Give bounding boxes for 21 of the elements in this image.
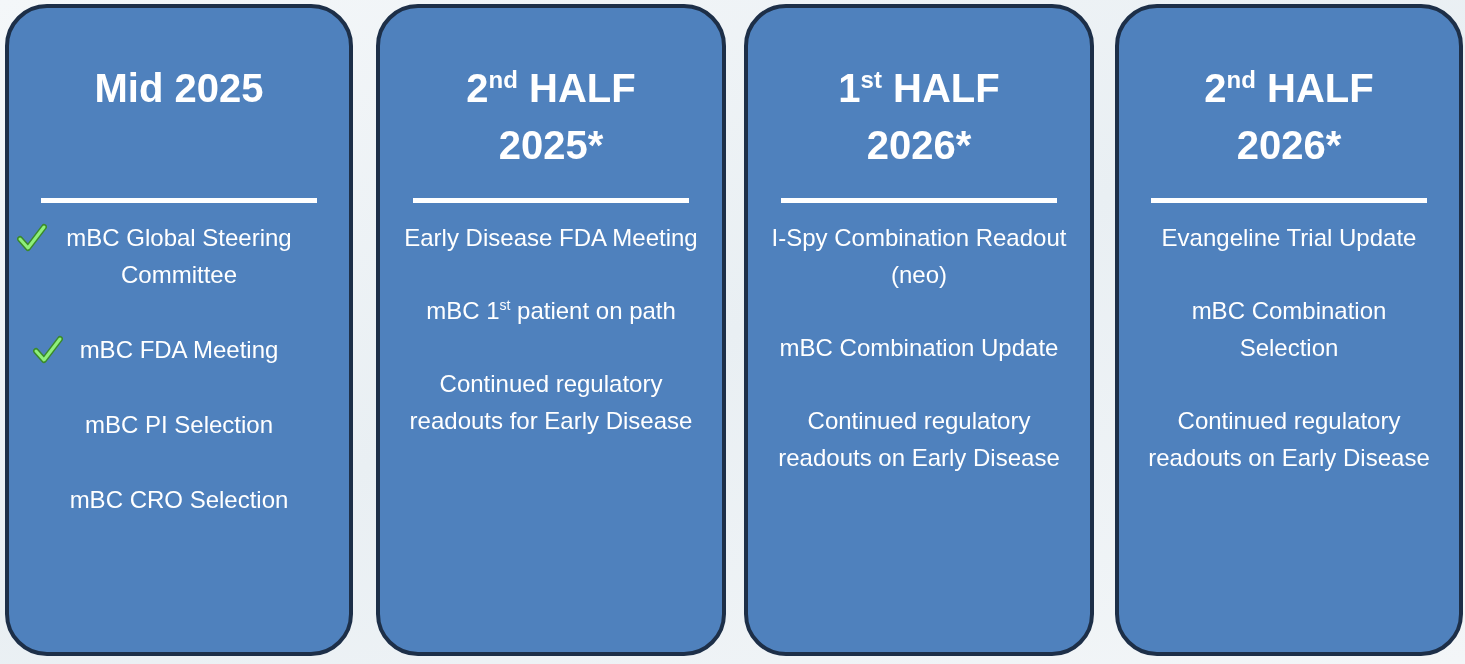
milestone-text: mBC Combination Update: [779, 334, 1059, 361]
milestone-text: mBC PI Selection: [84, 411, 274, 438]
timeline-card: [376, 4, 726, 656]
milestone-text: mBC FDA Meeting: [79, 336, 279, 363]
milestone-text: mBC 1$^{st}$ patient on path: [426, 297, 676, 324]
milestone-text: Continued regulatory readouts on Early Disease: [778, 407, 1060, 471]
milestone-text: Early Disease FDA Meeting: [404, 224, 698, 251]
timeline-card: [1115, 4, 1463, 656]
milestone-text: mBC Global Steering Committee: [66, 224, 292, 288]
period-heading: 1$^{st}$ HALF 2026*: [837, 64, 1001, 169]
milestone-text: mBC CRO Selection: [69, 486, 289, 513]
timeline-card: [5, 4, 353, 656]
milestone-text: mBC Combination Selection: [1191, 297, 1387, 361]
timeline-card: [744, 4, 1094, 656]
period-heading: 2$^{nd}$ HALF 2026*: [1203, 64, 1375, 169]
milestone-text: Evangeline Trial Update: [1161, 224, 1417, 251]
period-heading: 2$^{nd}$ HALF 2025*: [465, 64, 637, 169]
milestone-text: Continued regulatory readouts for Early Disease: [409, 370, 693, 434]
period-heading: Mid 2025: [93, 65, 265, 112]
milestone-text: I-Spy Combination Readout (neo): [771, 224, 1067, 288]
milestone-text: Continued regulatory readouts on Early Disease: [1148, 407, 1430, 471]
